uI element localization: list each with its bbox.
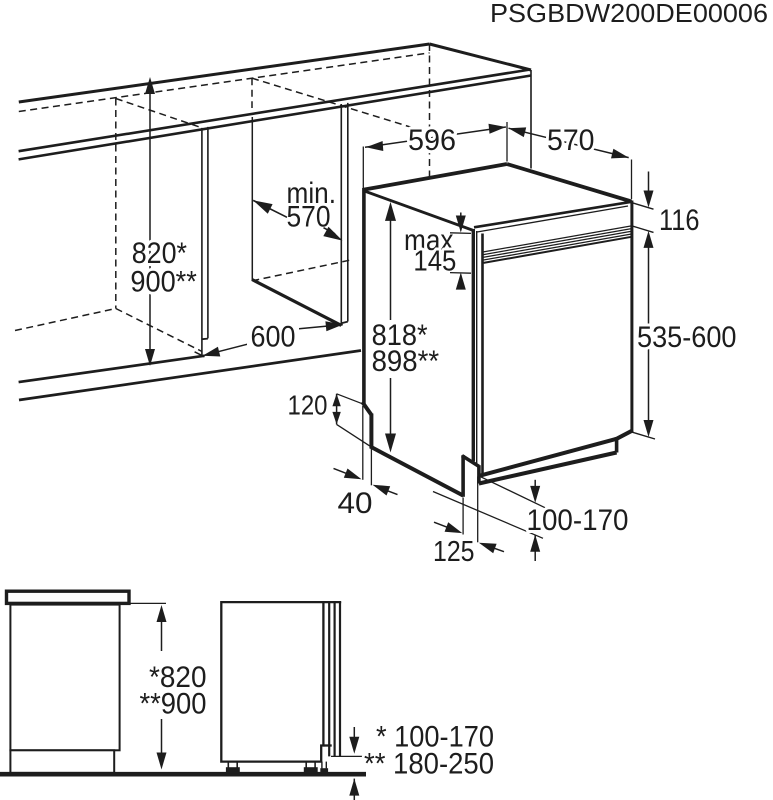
svg-text:820*: 820*: [132, 237, 188, 270]
svg-text:898**: 898**: [372, 345, 440, 378]
svg-text:116: 116: [659, 204, 700, 237]
svg-text:40: 40: [338, 487, 373, 520]
svg-text:120: 120: [288, 389, 328, 420]
svg-text:** 180-250: ** 180-250: [364, 748, 494, 781]
svg-text:min.: min.: [287, 177, 337, 210]
svg-text:145: 145: [413, 246, 456, 278]
svg-text:100-170: 100-170: [527, 504, 629, 537]
svg-text:PSGBDW200DE00006: PSGBDW200DE00006: [490, 0, 768, 28]
svg-text:818*: 818*: [372, 319, 428, 352]
svg-text:* 100-170: * 100-170: [376, 720, 494, 753]
svg-text:596: 596: [408, 124, 456, 157]
svg-text:125: 125: [433, 536, 475, 568]
svg-text:535-600: 535-600: [637, 321, 737, 354]
svg-text:570: 570: [287, 200, 331, 233]
svg-text:900**: 900**: [130, 265, 197, 298]
svg-text:max: max: [404, 224, 454, 257]
svg-text:*820: *820: [149, 661, 207, 694]
svg-text:**900: **900: [140, 687, 207, 720]
svg-text:570: 570: [547, 124, 595, 157]
svg-text:600: 600: [251, 321, 296, 354]
